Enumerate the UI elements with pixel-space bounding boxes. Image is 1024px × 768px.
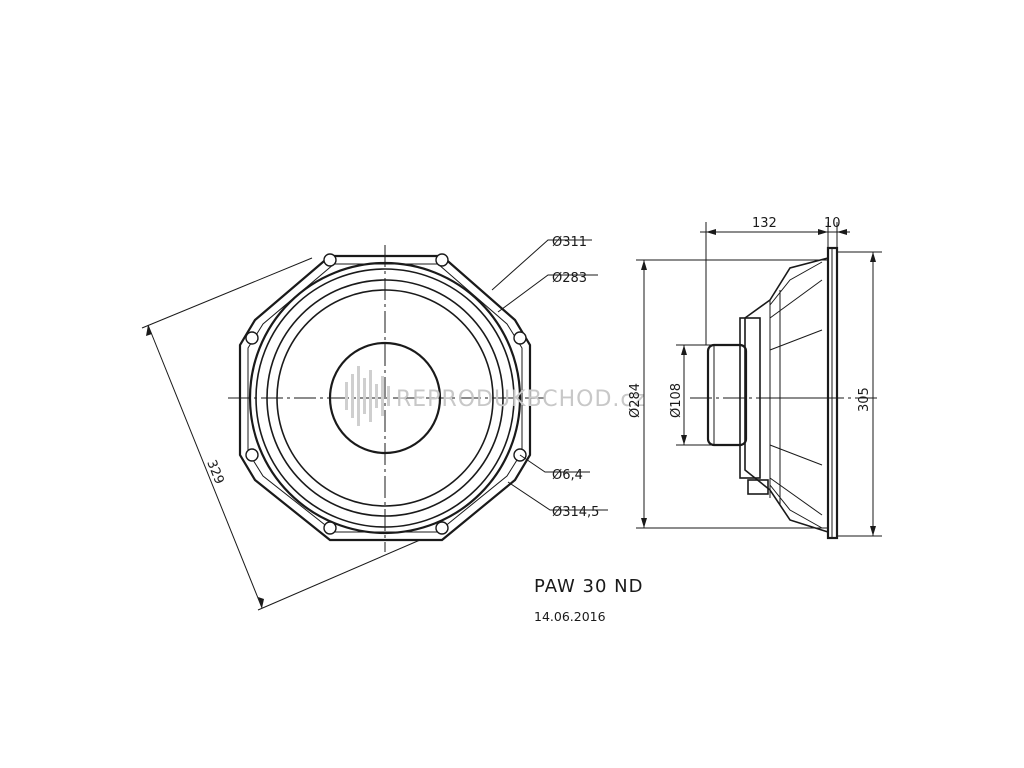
- callout-leaders: [491, 239, 608, 511]
- dim-outer-diameter-label: Ø311: [552, 235, 587, 250]
- watermark: REPRODUKBCHOD.cz: [345, 366, 646, 426]
- bolt-hole: [435, 253, 449, 267]
- watermark-text: REPRODUKBCHOD.cz: [396, 387, 646, 412]
- mounting-bolts: [245, 253, 527, 535]
- dim-cutout-diameter-label: Ø284: [628, 383, 643, 418]
- magnet: [706, 343, 748, 447]
- dim-hole-diameter-label: Ø6,4: [552, 468, 583, 483]
- terminal: [747, 479, 769, 495]
- dim-overall-height-label: 305: [857, 387, 872, 412]
- side-view: 132 10 Ø284 Ø108 305: [628, 216, 882, 540]
- basket-frame: [238, 254, 532, 542]
- dim-magnet-diameter-label: Ø108: [669, 383, 684, 418]
- drawing-date: 14.06.2016: [534, 609, 606, 624]
- dim-bolt-circle-label: Ø314,5: [552, 505, 599, 520]
- dim-depth-label: 132: [752, 216, 777, 231]
- bolt-hole: [245, 448, 259, 462]
- diagonal-dimension: [141, 257, 421, 611]
- magnet-dimension: [676, 344, 712, 446]
- cutout-dimension: [636, 259, 828, 529]
- bolt-hole: [323, 521, 337, 535]
- title-block: PAW 30 ND 14.06.2016: [534, 576, 644, 624]
- basket-outline: [744, 257, 829, 533]
- bolt-hole: [323, 253, 337, 267]
- bolt-hole: [513, 331, 527, 345]
- dim-cone-diameter-label: Ø283: [552, 271, 587, 286]
- height-dimension: [837, 251, 882, 537]
- depth-dimension: [700, 222, 850, 345]
- front-view: 329 Ø311 Ø283 Ø6,4 Ø314,5: [141, 235, 608, 611]
- bolt-hole: [435, 521, 449, 535]
- bolt-hole: [245, 331, 259, 345]
- dim-flange-thickness-label: 10: [824, 216, 841, 231]
- model-name: PAW 30 ND: [534, 576, 644, 597]
